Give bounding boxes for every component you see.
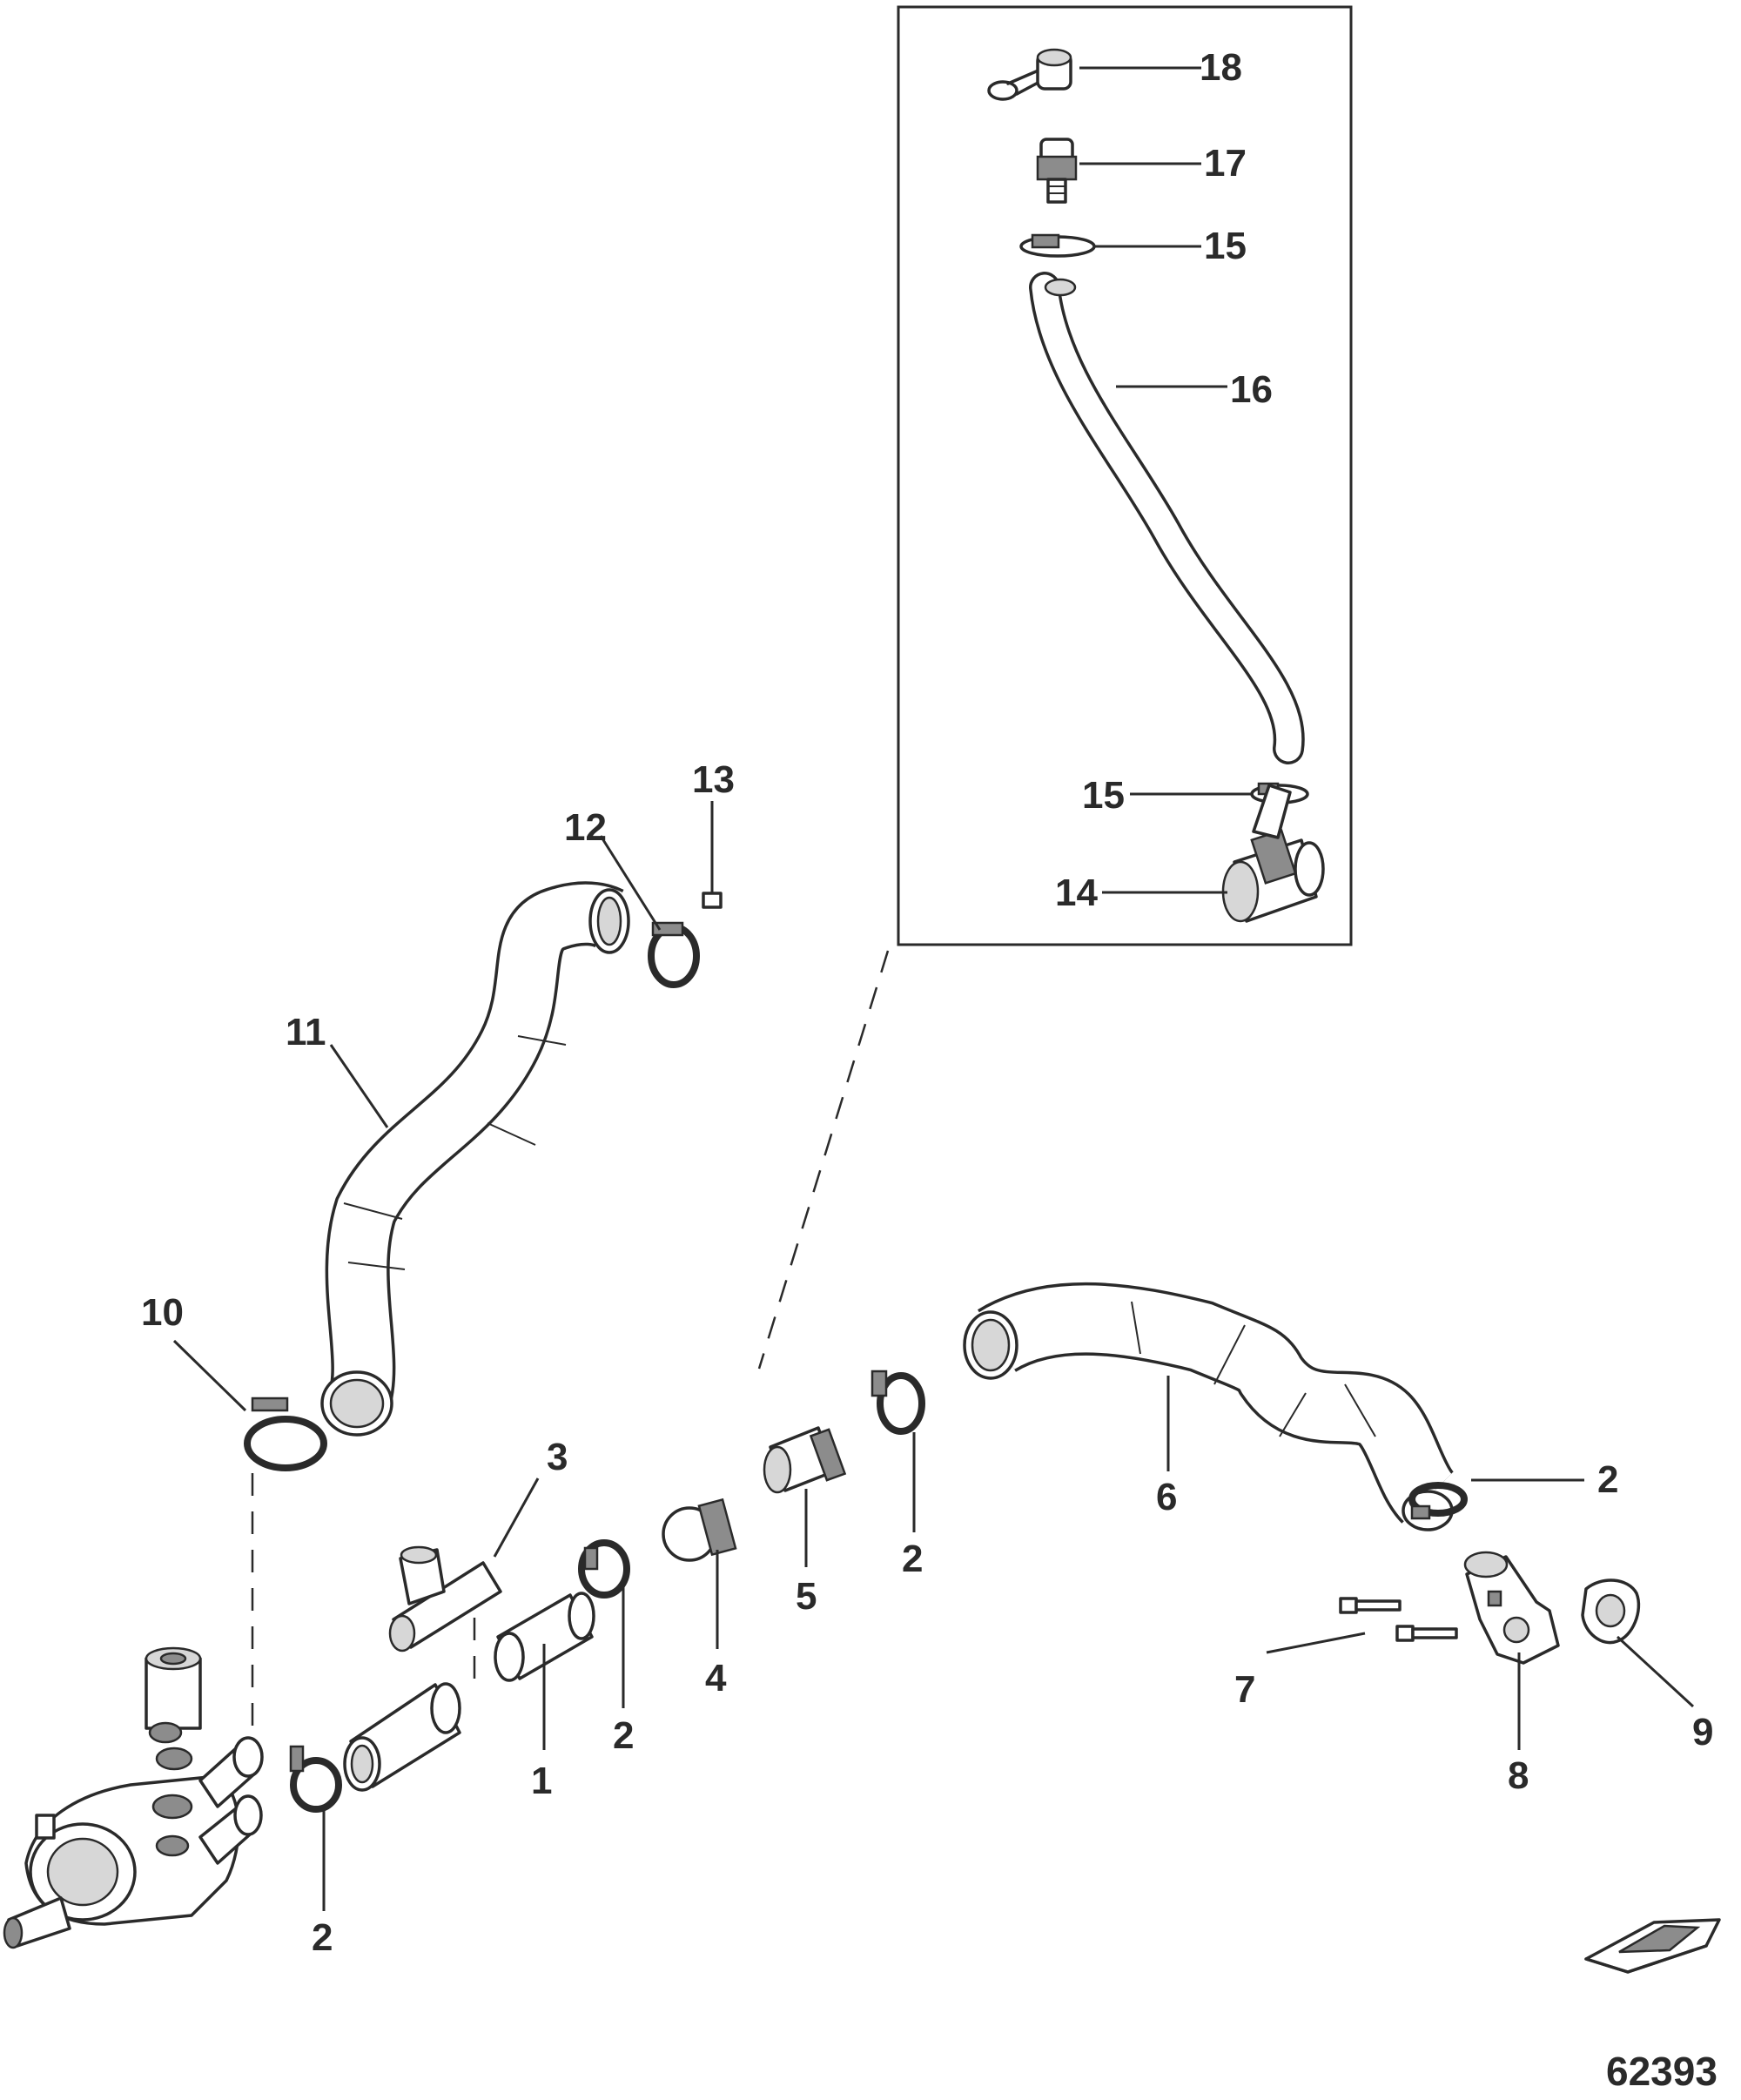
part-3-tee <box>388 1545 502 1652</box>
part-7-bolts <box>1339 1597 1458 1642</box>
part-15-upper-clamp <box>1019 233 1096 258</box>
part-13-nut <box>702 892 723 909</box>
part-1-hose-lower <box>343 1682 461 1792</box>
part-5-fitting <box>763 1426 847 1494</box>
inset-detail-box <box>897 5 1353 946</box>
part-10-clamp <box>244 1397 327 1471</box>
callout-15-upper: 15 <box>1204 225 1247 267</box>
callout-2-outlet-clamp: 2 <box>1597 1458 1618 1501</box>
part-17-fitting <box>1036 138 1078 204</box>
callout-12: 12 <box>564 806 607 849</box>
callout-1: 1 <box>531 1760 552 1802</box>
callout-13: 13 <box>692 758 735 801</box>
callout-16: 16 <box>1230 368 1273 411</box>
part-2-clamp-a <box>870 1370 925 1435</box>
part-6-hose <box>963 1282 1455 1531</box>
callout-labels: 18 17 15 16 15 14 13 12 11 10 3 1 2 4 5 … <box>141 46 1717 2094</box>
callout-9: 9 <box>1692 1711 1713 1753</box>
callout-6: 6 <box>1156 1476 1177 1518</box>
callout-2-pump-clamp: 2 <box>312 1916 333 1959</box>
callout-15-lower: 15 <box>1082 774 1125 817</box>
part-8-elbow <box>1463 1551 1560 1665</box>
callout-7: 7 <box>1234 1668 1255 1711</box>
callout-8: 8 <box>1508 1754 1529 1797</box>
part-1-hose <box>494 1592 595 1682</box>
callout-10: 10 <box>141 1291 184 1334</box>
part-16-hose <box>1029 272 1305 764</box>
part-18-cap <box>987 48 1072 101</box>
part-12-clamp <box>648 921 700 988</box>
callout-2-hose-clamp: 2 <box>902 1538 923 1580</box>
callout-11: 11 <box>286 1011 326 1053</box>
part-14-tee-fitting <box>1221 784 1325 923</box>
callout-17: 17 <box>1204 142 1247 185</box>
part-2-clamp-d <box>289 1745 342 1813</box>
part-2-clamp-c <box>578 1539 630 1599</box>
seawater-pump-icon <box>3 1646 264 1949</box>
callout-4: 4 <box>705 1657 727 1700</box>
part-9-gasket <box>1581 1578 1641 1645</box>
callout-18: 18 <box>1200 46 1242 89</box>
callout-5: 5 <box>796 1575 817 1618</box>
figure-number: 62393 <box>1606 2049 1717 2094</box>
callout-2-tee-clamp: 2 <box>613 1714 634 1757</box>
boat-orientation-icon <box>1584 1918 1721 1974</box>
part-2-clamp-b <box>1408 1482 1468 1520</box>
callout-14: 14 <box>1055 872 1098 914</box>
callout-3: 3 <box>547 1436 568 1478</box>
leader-lines <box>172 801 1695 1911</box>
part-4-plug <box>662 1498 737 1562</box>
part-11-hose <box>320 881 630 1437</box>
inset-connector-dashline <box>757 950 890 1370</box>
